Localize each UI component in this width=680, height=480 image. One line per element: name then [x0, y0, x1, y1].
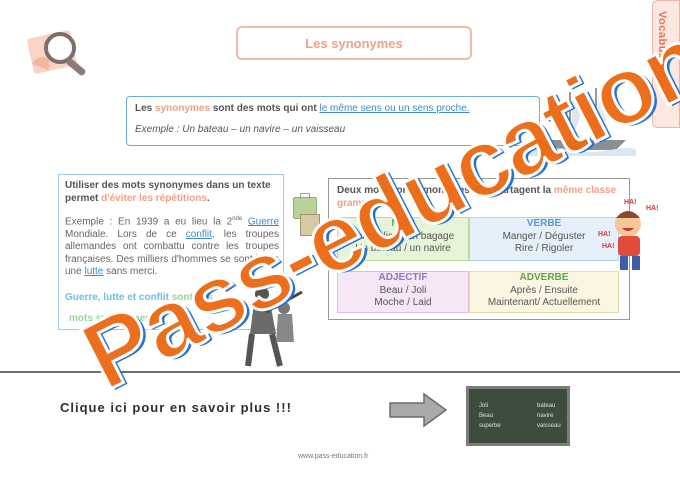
definition-example: Exemple : Un bateau – un navire – un vai…	[135, 124, 346, 135]
cell-header: ADVERBE	[519, 272, 569, 283]
conclusion-part: Guerre, lutte et conflit	[65, 292, 172, 303]
grammar-title-part: Deux mots sont synonymes s'ils partagent…	[337, 185, 554, 196]
sailing-ship-icon	[530, 88, 636, 156]
example-part: Mondiale. Lors de ce	[65, 228, 186, 240]
laugh-text: HA!	[598, 231, 610, 238]
cell-adjectif: ADJECTIF Beau / Joli Moche / Laid	[337, 271, 469, 313]
soldiers-illustration-icon	[245, 287, 303, 367]
definition-part: sont des mots qui ont	[210, 103, 320, 114]
cell-nom: NOM Une valise / un bagage Un bateau / u…	[337, 217, 469, 261]
usage-title-highlight: d'éviter les répétitions	[101, 193, 207, 204]
usage-conclusion: Guerre, lutte et conflit sont des	[65, 292, 213, 303]
laugh-text: HA!	[624, 199, 636, 206]
usage-title: Utiliser des mots synonymes dans un text…	[65, 179, 279, 205]
definition-box: Les synonymes sont des mots qui ont le m…	[126, 96, 540, 146]
arrow-right-icon[interactable]	[388, 392, 448, 428]
usage-title-part: Utiliser des mots synonymes dans un text…	[65, 180, 271, 204]
cell-value: Un bateau / un navire	[355, 243, 451, 254]
cell-value: Moche / Laid	[374, 297, 432, 308]
grammar-title: Deux mots sont synonymes s'ils partagent…	[337, 184, 627, 210]
example-link-guerre[interactable]: Guerre	[247, 216, 280, 228]
slate-word: Beau	[479, 413, 494, 419]
grammar-title-part: .	[401, 198, 405, 209]
example-link-lutte[interactable]: lutte	[84, 266, 104, 278]
slate-word: Joli	[479, 403, 489, 409]
cell-header: ADJECTIF	[378, 272, 428, 283]
definition-keyword: synonymes	[155, 103, 211, 114]
footer-url: www.pass-education.fr	[298, 453, 369, 460]
definition-text: Les synonymes sont des mots qui ont le m…	[135, 103, 470, 114]
cell-value: Une valise / un bagage	[351, 230, 455, 242]
learn-more-link[interactable]: Clique ici pour en savoir plus !!!	[60, 400, 292, 415]
magnifier-logo-icon	[27, 30, 86, 76]
example-part: , les troupes allemandes ont combattu co…	[65, 228, 279, 278]
page-title: Les synonymes	[236, 26, 472, 60]
definition-part: Les	[135, 103, 156, 114]
category-tab-label: Vocabulaire	[656, 11, 668, 79]
laugh-text: HA!	[646, 205, 658, 212]
cell-value: Manger / Déguster	[502, 230, 586, 242]
example-part: Exemple : En 1939 a eu lieu la 2	[65, 216, 233, 228]
cell-value: Maintenant/ Actuellement	[487, 297, 601, 308]
usage-title-part: .	[206, 193, 210, 204]
cell-value: Après / Ensuite	[510, 284, 578, 296]
example-sup: nde	[232, 216, 243, 222]
grammar-box: Deux mots sont synonymes s'ils partagent…	[328, 178, 630, 320]
example-link-conflit[interactable]: conflit	[185, 228, 212, 240]
grammar-title-highlight: même classe grammaticale	[337, 185, 617, 209]
cell-header: NOM	[391, 218, 415, 229]
slate-word: bateau	[537, 403, 556, 409]
luggage-icon	[300, 214, 320, 236]
usage-conclusion-end: mots synonymes.	[69, 313, 154, 324]
usage-box: Utiliser des mots synonymes dans un text…	[58, 174, 284, 330]
cell-value: Beau / Joli	[379, 284, 427, 296]
conclusion-part: sont des	[171, 292, 213, 303]
usage-example: Exemple : En 1939 a eu lieu la 2nde Guer…	[65, 213, 279, 279]
cell-verbe: VERBE Manger / Déguster Rire / Rigoler	[469, 217, 619, 261]
slate-word: navire	[537, 413, 554, 419]
laugh-text: HA!	[602, 243, 614, 250]
slate-word: superbe	[479, 423, 501, 429]
example-part: sans merci.	[103, 266, 158, 278]
slate-word: vaisseau	[537, 423, 561, 429]
definition-highlight: le même sens ou un sens proche.	[319, 103, 470, 114]
chalkboard-preview[interactable]: Joli Beau superbe bateau navire vaisseau	[466, 386, 570, 446]
section-divider	[0, 371, 680, 373]
cell-value: Rire / Rigoler	[514, 243, 574, 254]
cell-adverbe: ADVERBE Après / Ensuite Maintenant/ Actu…	[469, 271, 619, 313]
cell-header: VERBE	[526, 218, 562, 229]
laughing-kid-icon: HA! HA! HA! HA!	[598, 199, 658, 270]
category-tab[interactable]: Vocabulaire	[652, 0, 680, 128]
